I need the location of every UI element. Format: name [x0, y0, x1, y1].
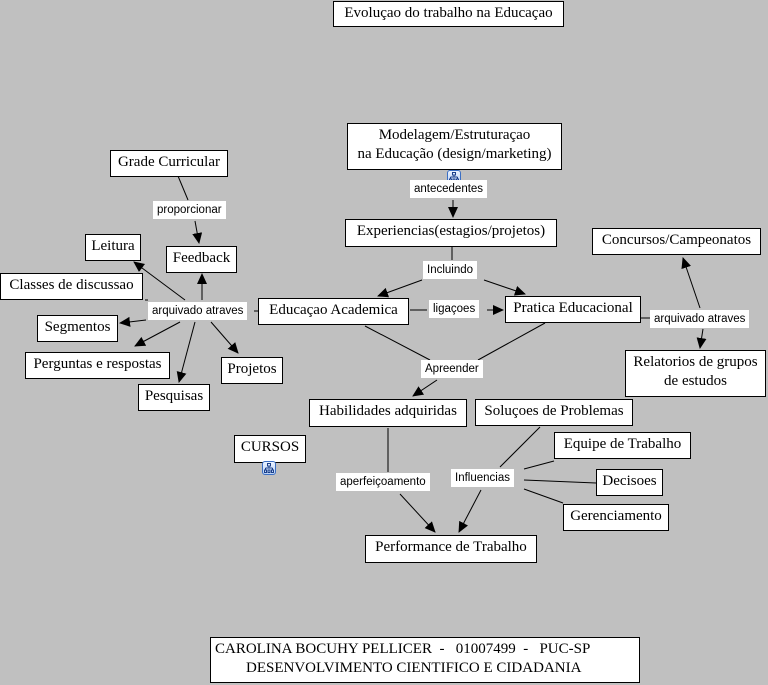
node-grade-curricular[interactable]: Grade Curricular	[110, 150, 228, 177]
node-segmentos[interactable]: Segmentos	[37, 315, 118, 342]
arrow-arquivado-pesquisas	[176, 321, 196, 383]
line-educacao-apreender	[364, 325, 431, 361]
node-educacao-academica[interactable]: Educaçao Academica	[258, 298, 409, 325]
author-footer: CAROLINA BOCUHY PELLICER - 01007499 - PU…	[210, 637, 640, 683]
line-decisoes-influencias	[523, 479, 597, 484]
arrow-apreender-habilidades	[412, 379, 438, 397]
line-pratica-apreender	[477, 322, 546, 361]
node-cursos[interactable]: CURSOS	[234, 435, 306, 463]
node-pesquisas[interactable]: Pesquisas	[138, 384, 210, 411]
node-projetos[interactable]: Projetos	[221, 357, 283, 384]
link-label-incluindo[interactable]: Incluindo	[423, 261, 478, 279]
node-relatorios-line1: Relatorios de grupos	[633, 354, 758, 370]
arrow-influencias-performance	[458, 489, 482, 533]
link-label-apreender[interactable]: Apreender	[421, 360, 483, 378]
arrow-proporcionar-feedback	[192, 220, 203, 244]
node-habilidades[interactable]: Habilidades adquiridas	[309, 399, 467, 427]
arrow-aperfeicoamento-performance	[399, 493, 436, 533]
node-feedback[interactable]: Feedback	[166, 246, 237, 273]
node-relatorios[interactable]: Relatorios de grupos de estudos	[625, 350, 766, 397]
arrow-arquivado-segmentos	[119, 316, 147, 327]
node-performance[interactable]: Performance de Trabalho	[365, 535, 537, 563]
link-label-ligacoes[interactable]: ligaçoes	[429, 300, 480, 318]
arrow-arquivado-concursos	[681, 257, 701, 309]
node-perguntas-respostas[interactable]: Perguntas e respostas	[25, 352, 170, 379]
link-label-proporcionar[interactable]: proporcionar	[153, 201, 226, 219]
node-equipe[interactable]: Equipe de Trabalho	[554, 432, 691, 459]
link-label-antecedentes[interactable]: antecedentes	[410, 180, 488, 198]
line-solucoes-influencias	[499, 426, 541, 468]
line-equipe-influencias	[523, 460, 555, 470]
arrow-arquivado-perguntas	[134, 321, 181, 347]
concept-map-link-icon[interactable]	[262, 461, 276, 475]
arrow-incluindo-educacao	[377, 279, 423, 298]
line-grade-proporcionar	[177, 175, 189, 201]
node-modelagem-line1: Modelagem/Estruturaçao	[378, 127, 531, 143]
node-classes-discussao[interactable]: Classes de discussao	[0, 273, 143, 300]
map-title: Evoluçao do trabalho na Educaçao	[333, 1, 564, 27]
arrow-arquivado-relatorios	[696, 328, 707, 349]
node-pratica-educacional[interactable]: Pratica Educacional	[505, 296, 641, 323]
arrow-incluindo-pratica	[483, 279, 526, 296]
link-label-influencias[interactable]: Influencias	[451, 469, 514, 487]
node-experiencias[interactable]: Experiencias(estagios/projetos)	[345, 219, 557, 247]
node-concursos[interactable]: Concursos/Campeonatos	[592, 228, 761, 255]
link-label-arquivado-left[interactable]: arquivado atraves	[148, 302, 248, 320]
arrow-arquivado-projetos	[210, 321, 239, 354]
line-gerenciamento-influencias	[523, 488, 564, 504]
link-label-arquivado-right[interactable]: arquivado atraves	[650, 310, 750, 328]
footer-course-line: DESENVOLVIMENTO CIENTIFICO E CIDADANIA	[246, 660, 582, 676]
node-modelagem[interactable]: Modelagem/Estruturaçao na Educação (desi…	[347, 123, 562, 170]
node-decisoes[interactable]: Decisoes	[596, 469, 663, 496]
footer-author-line: CAROLINA BOCUHY PELLICER - 01007499 - PU…	[215, 641, 591, 657]
node-solucoes[interactable]: Soluçoes de Problemas	[475, 399, 633, 426]
link-label-aperfeicoamento[interactable]: aperfeiçoamento	[336, 473, 430, 491]
node-modelagem-line2: na Educação (design/marketing)	[357, 146, 552, 162]
node-gerenciamento[interactable]: Gerenciamento	[563, 504, 669, 531]
node-leitura[interactable]: Leitura	[85, 234, 141, 261]
node-relatorios-line2: de estudos	[664, 373, 727, 389]
